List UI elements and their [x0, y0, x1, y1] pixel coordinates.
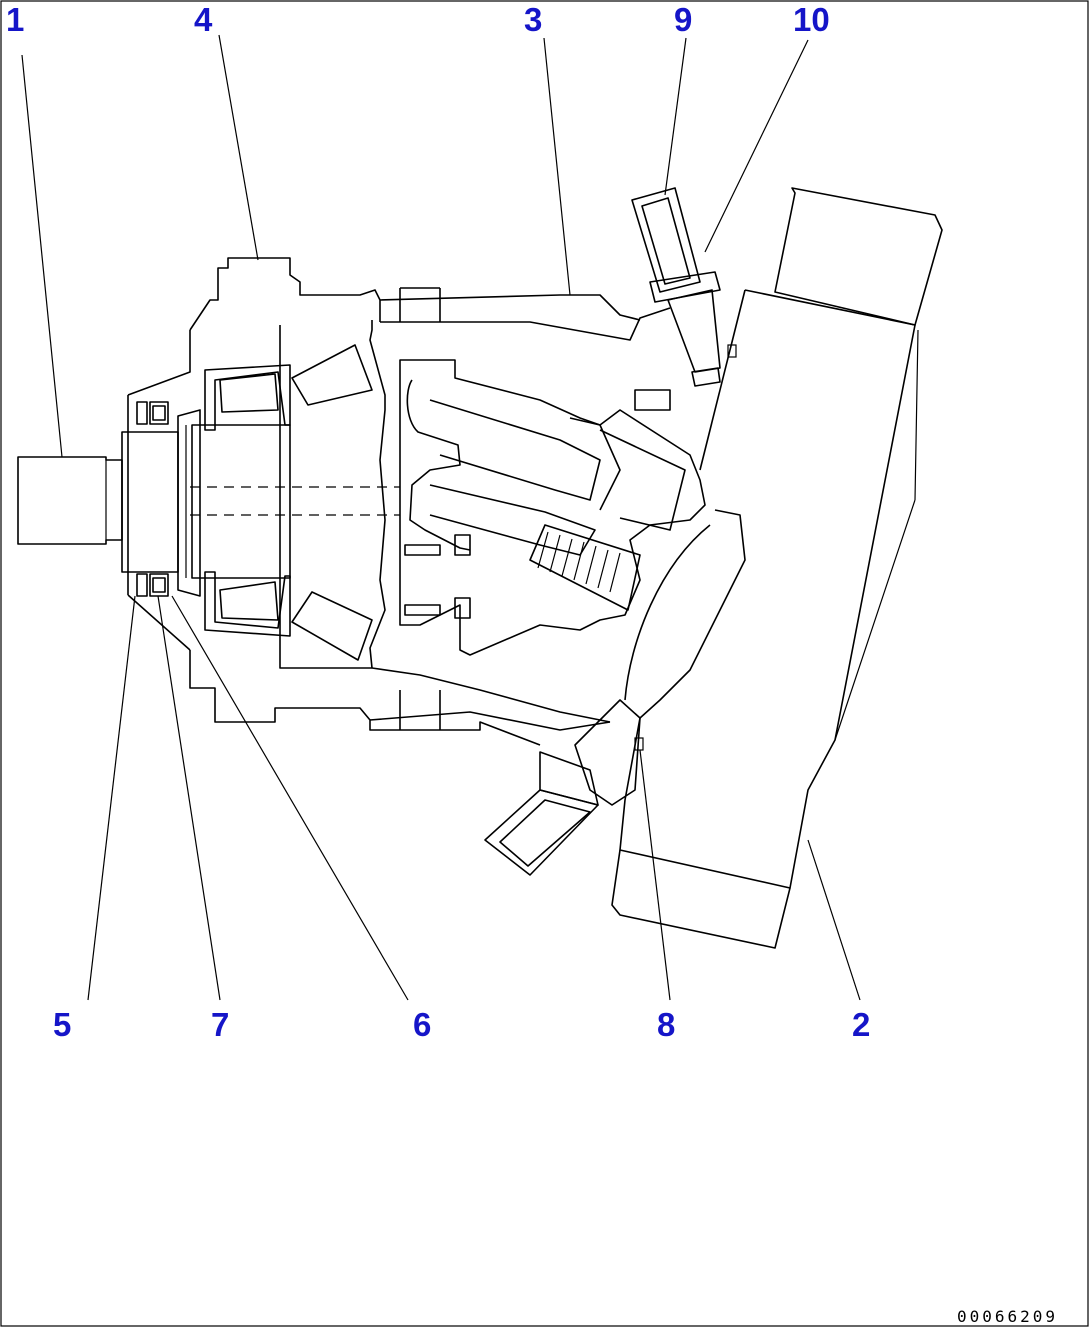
- callout-labels: 1 4 3 9 10 5 7 6 8 2: [6, 1, 870, 1043]
- callout-5: 5: [53, 1006, 71, 1043]
- callout-10: 10: [793, 1, 830, 38]
- callout-6: 6: [413, 1006, 431, 1043]
- leader-lines: [21, 34, 861, 1001]
- plug-top: [631, 187, 737, 387]
- end-cover: [611, 187, 943, 949]
- callout-8: 8: [657, 1006, 675, 1043]
- oil-seal: [136, 401, 169, 597]
- callout-2: 2: [852, 1006, 870, 1043]
- hydraulic-motor-drawing: [17, 34, 943, 1001]
- output-shaft: [17, 431, 179, 573]
- plug-bottom: [484, 699, 644, 876]
- motor-housing: [279, 287, 671, 731]
- callout-3: 3: [524, 1, 542, 38]
- callout-1: 1: [6, 1, 24, 38]
- callout-9: 9: [674, 1, 692, 38]
- callout-4: 4: [194, 1, 213, 38]
- cylinder-block: [399, 359, 706, 656]
- document-number: 00066209: [957, 1307, 1058, 1326]
- callout-7: 7: [211, 1006, 229, 1043]
- tapered-roller-bearing: [204, 344, 373, 661]
